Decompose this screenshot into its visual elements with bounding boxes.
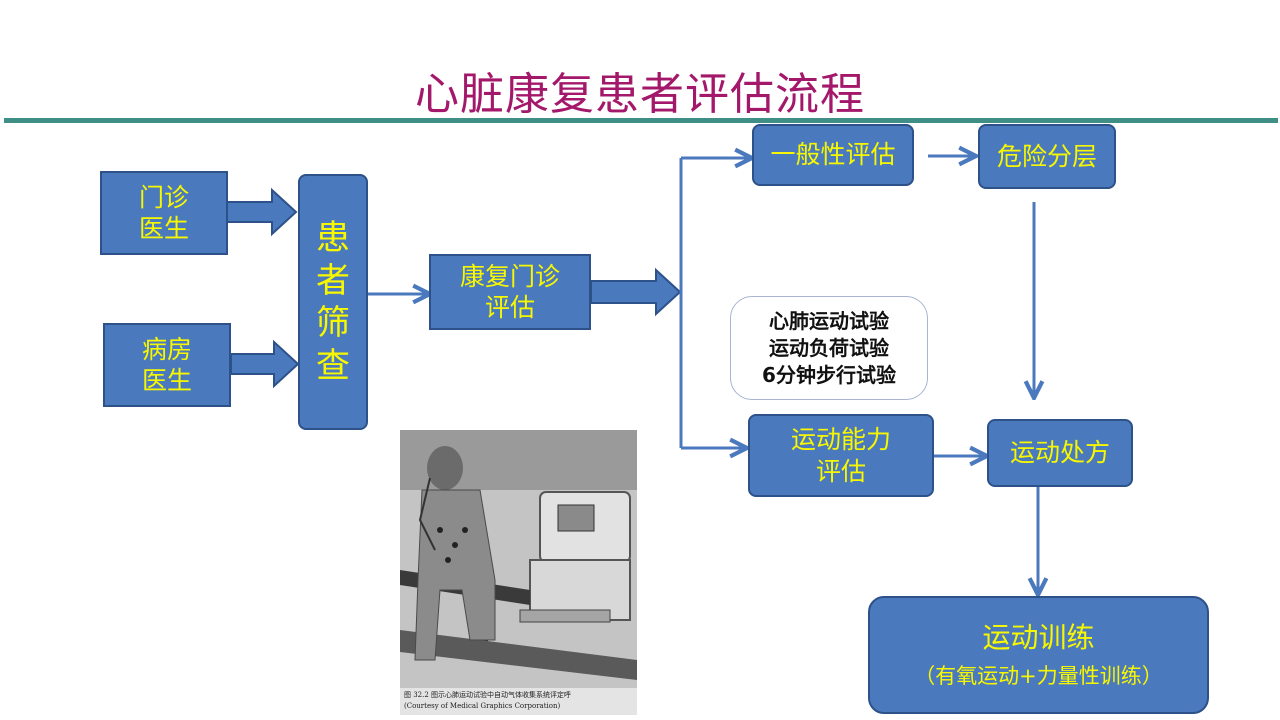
rehab-clinic-box: 康复门诊 评估 (429, 254, 591, 330)
page-title: 心脏康复患者评估流程 (415, 69, 865, 120)
exercise-capacity-label-1: 运动能力 (790, 425, 891, 455)
exercise-capacity-box: 运动能力 评估 (748, 414, 934, 497)
screening-char-4: 查 (316, 345, 350, 386)
exercise-training-box: 运动训练 （有氧运动+力量性训练） (868, 596, 1209, 714)
exercise-capacity-label-2: 评估 (815, 456, 866, 486)
exercise-training-label: 运动训练 (982, 621, 1095, 655)
test-item-cpet: 心肺运动试验 (769, 308, 889, 333)
block-arrow-rehab (590, 267, 682, 317)
risk-stratification-box: 危险分层 (978, 124, 1116, 189)
photo-caption-line-2: (Courtesy of Medical Graphics Corporatio… (404, 701, 561, 710)
test-item-6mwt: 6分钟步行试验 (762, 362, 896, 387)
rehab-clinic-label-2: 评估 (484, 293, 535, 322)
photo-caption: 图 32.2 图示心肺运动试验中自动气体收集系统评定呼 (Courtesy of… (404, 690, 633, 711)
photo-caption-line-1: 图 32.2 图示心肺运动试验中自动气体收集系统评定呼 (404, 691, 572, 699)
general-assessment-box: 一般性评估 (752, 124, 914, 186)
treadmill-illustration (400, 430, 637, 715)
clinic-doctor-label-1: 门诊 (138, 182, 189, 212)
clinic-doctor-label-2: 医生 (138, 214, 189, 243)
exercise-prescription-box: 运动处方 (987, 419, 1133, 487)
ward-doctor-box: 病房 医生 (103, 323, 231, 407)
exercise-tests-callout: 心肺运动试验 运动负荷试验 6分钟步行试验 (730, 296, 928, 400)
screening-char-2: 者 (316, 260, 350, 301)
rehab-clinic-label-1: 康复门诊 (459, 261, 560, 291)
block-arrow-ward (230, 339, 300, 389)
screening-char-1: 患 (316, 218, 350, 258)
treadmill-test-photo: 图 32.2 图示心肺运动试验中自动气体收集系统评定呼 (Courtesy of… (400, 430, 637, 715)
clinic-doctor-box: 门诊 医生 (100, 171, 228, 255)
ward-doctor-label-1: 病房 (141, 334, 192, 364)
ward-doctor-label-2: 医生 (141, 366, 192, 395)
exercise-training-detail: （有氧运动+力量性训练） (914, 664, 1163, 689)
risk-stratification-label: 危险分层 (996, 141, 1097, 171)
exercise-prescription-label: 运动处方 (1009, 438, 1110, 468)
block-arrow-clinic (226, 187, 298, 237)
title-divider (4, 118, 1278, 123)
general-assessment-label: 一般性评估 (770, 140, 896, 170)
screening-char-3: 筛 (316, 303, 350, 343)
test-item-stress: 运动负荷试验 (769, 335, 889, 360)
patient-screening-box: 患 者 筛 查 (298, 174, 368, 430)
